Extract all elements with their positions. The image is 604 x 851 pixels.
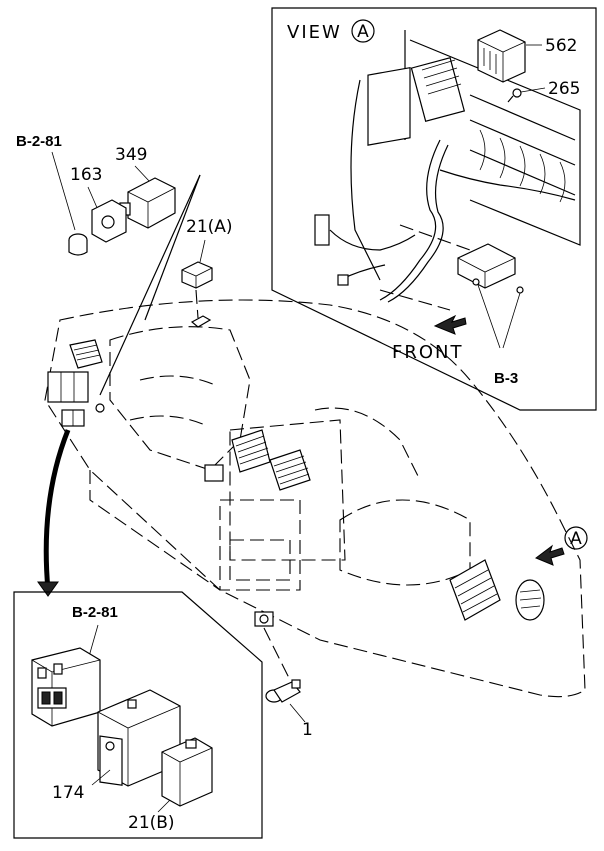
meter-cluster xyxy=(109,326,251,471)
vent-duct xyxy=(410,57,466,122)
screw-b3-left xyxy=(472,278,480,286)
panel-ridge xyxy=(314,407,421,481)
view-a-marker: A xyxy=(357,22,369,42)
view-a-frame xyxy=(271,7,597,411)
leader-265 xyxy=(520,87,546,93)
cap-21a-slot xyxy=(190,315,212,328)
switch-349 xyxy=(119,177,176,229)
callout-b281-top: B-2-81 xyxy=(16,133,62,150)
panel-edge xyxy=(350,79,381,281)
bezel-163 xyxy=(91,199,127,243)
dash-view-1 xyxy=(399,224,471,251)
leader-349 xyxy=(134,165,151,183)
dash-view-2 xyxy=(379,289,451,311)
callout-1: 1 xyxy=(302,720,313,740)
callout-b281-inset: B-2-81 xyxy=(72,604,118,621)
view-a-circle xyxy=(351,19,375,43)
leader-b281-top xyxy=(51,151,76,231)
left-vent xyxy=(69,339,103,369)
audio-inner xyxy=(229,539,291,581)
callout-265: 265 xyxy=(548,79,580,99)
view-a-title: VIEW xyxy=(287,22,342,43)
callout-163: 163 xyxy=(70,165,102,185)
meter-arcs xyxy=(129,375,216,426)
panel-outline xyxy=(44,299,586,698)
harness-branch xyxy=(439,169,576,201)
callout-21a: 21(A) xyxy=(186,217,233,237)
leader-21b xyxy=(157,799,171,813)
leader-174 xyxy=(91,769,111,786)
screw-265 xyxy=(512,88,522,98)
wire-harness xyxy=(379,139,441,301)
leader-21a xyxy=(199,239,206,263)
glovebox xyxy=(339,499,471,586)
marker-a-arrow-icon xyxy=(534,544,565,566)
leader-switch-panel-b xyxy=(99,174,201,396)
inset-frame xyxy=(13,591,263,839)
front-label: FRONT xyxy=(392,342,464,363)
leader-b3-b xyxy=(502,292,521,349)
center-console xyxy=(229,419,346,561)
screw-265-shank xyxy=(507,95,514,103)
view-a-panel: VIEW A 562 265 xyxy=(271,7,597,411)
vent-duct-slats xyxy=(421,59,462,95)
module-562 xyxy=(477,29,526,83)
control-unit-b3 xyxy=(457,243,516,289)
switch-b281-housing xyxy=(31,647,101,727)
leader-1 xyxy=(289,703,306,723)
connector-small xyxy=(337,274,349,286)
center-vent-left xyxy=(231,429,271,473)
part-1-bulb xyxy=(265,679,301,703)
connector-left xyxy=(314,214,330,246)
detail-arrow xyxy=(43,429,71,591)
switch-detail-inset: B-2-81 174 21(B) xyxy=(13,591,263,839)
leader-b3-a xyxy=(477,284,501,349)
knob-b281 xyxy=(68,233,88,256)
dash-part-1 xyxy=(263,627,291,681)
leader-switch-panel-a xyxy=(144,174,201,321)
marker-a-label: A xyxy=(570,529,582,549)
callout-21b: 21(B) xyxy=(128,813,175,833)
callout-562: 562 xyxy=(545,36,577,56)
audio-opening xyxy=(219,499,301,591)
cap-21a xyxy=(181,261,213,289)
leader-163 xyxy=(87,186,99,211)
callout-b3: B-3 xyxy=(494,370,518,387)
callout-349: 349 xyxy=(115,145,147,165)
instrument-panel xyxy=(44,299,586,698)
bracket-plate xyxy=(367,67,411,146)
switch-174 xyxy=(97,689,181,787)
front-arrow-icon xyxy=(433,314,467,335)
center-vent-right xyxy=(269,449,311,491)
screw-b3-right xyxy=(516,286,524,294)
harness-left xyxy=(329,229,416,251)
dash-21a xyxy=(195,289,199,319)
switch-bank xyxy=(47,371,89,427)
duct-ribs xyxy=(479,129,566,203)
cap-21b xyxy=(161,737,213,807)
detail-arrow-head-icon xyxy=(37,581,59,597)
hazard-switch xyxy=(204,464,224,482)
marker-a-circle xyxy=(564,526,588,550)
switch-hole xyxy=(95,403,105,413)
side-vent-slats xyxy=(519,589,542,609)
wire-harness-2 xyxy=(387,144,449,303)
crossmember-ribs xyxy=(469,94,576,196)
key-slot-hole xyxy=(259,614,269,624)
right-vent xyxy=(449,559,501,621)
callout-174: 174 xyxy=(52,783,84,803)
panel-lower xyxy=(89,470,221,591)
